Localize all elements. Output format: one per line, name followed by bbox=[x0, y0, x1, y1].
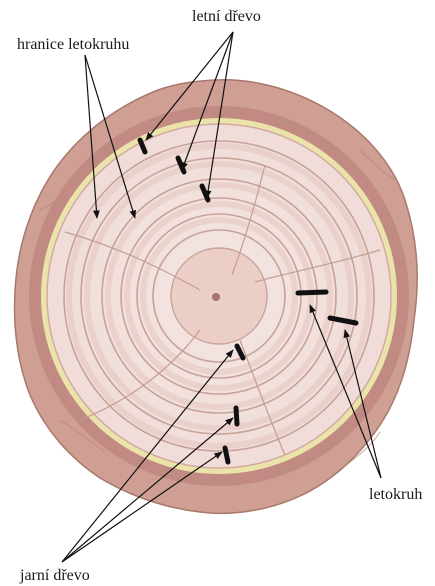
label-annual-ring: letokruh bbox=[369, 486, 422, 503]
label-ring-boundary: hranice letokruhu bbox=[17, 36, 129, 53]
marker-8 bbox=[225, 448, 228, 462]
label-summer-wood: letní dřevo bbox=[192, 8, 261, 25]
marker-4 bbox=[298, 292, 326, 293]
label-spring-wood: jarní dřevo bbox=[19, 567, 90, 584]
pith bbox=[212, 293, 220, 301]
marker-7 bbox=[236, 408, 237, 424]
